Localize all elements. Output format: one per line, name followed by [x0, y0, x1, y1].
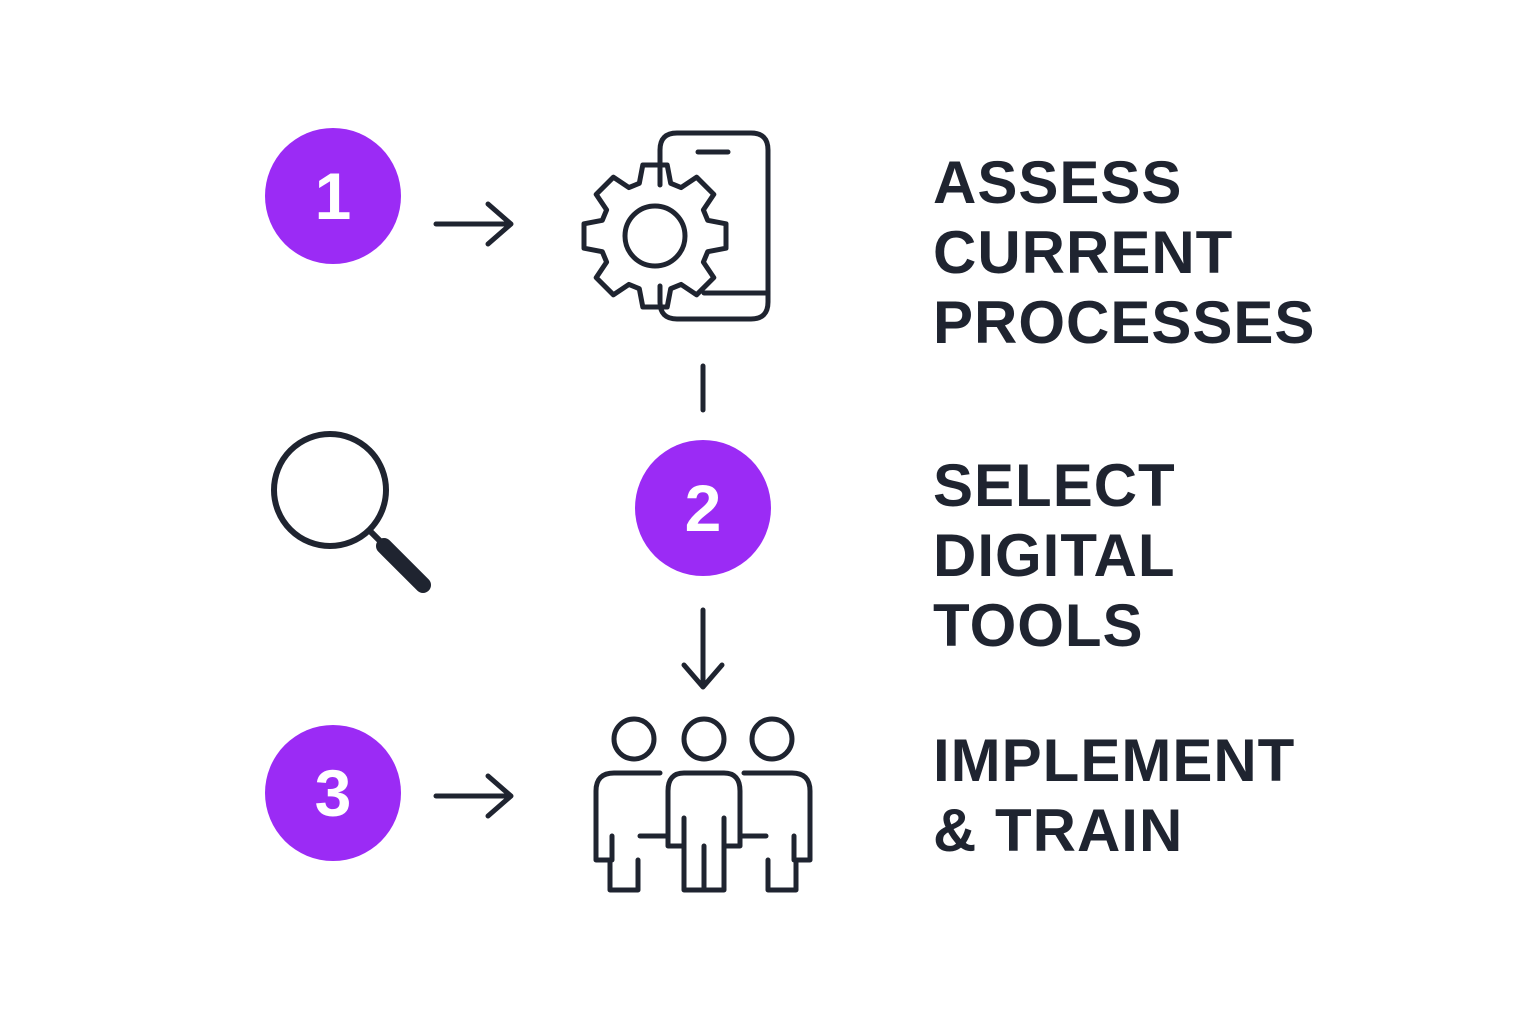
step-3-label: IMPLEMENT & TRAIN — [933, 726, 1295, 866]
step-1-number: 1 — [314, 159, 352, 233]
step-2-label-line: TOOLS — [933, 592, 1144, 659]
step-3-badge: 3 — [265, 725, 401, 861]
step-2-label: SELECT DIGITAL TOOLS — [933, 451, 1176, 661]
step-2-badge: 2 — [635, 440, 771, 576]
step-1-label-line: CURRENT — [933, 219, 1234, 286]
phone-gear-icon — [581, 130, 771, 322]
step-2-label-line: SELECT — [933, 452, 1176, 519]
arrow-right-step-3 — [433, 773, 514, 819]
magnifier-icon — [271, 431, 431, 593]
arrow-right-step-1 — [433, 201, 514, 247]
step-1-label: ASSESS CURRENT PROCESSES — [933, 148, 1315, 358]
step-1-label-line: PROCESSES — [933, 289, 1316, 356]
step-1-label-line: ASSESS — [933, 149, 1183, 216]
step-3-number: 3 — [314, 756, 352, 830]
step-1-badge: 1 — [265, 128, 401, 264]
step-3-label-line: & TRAIN — [933, 797, 1184, 864]
arrow-down-step-2 — [681, 607, 725, 690]
step-2-number: 2 — [684, 471, 722, 545]
step-3-label-line: IMPLEMENT — [933, 727, 1296, 794]
gear-shape — [581, 162, 729, 310]
step-2-label-line: DIGITAL — [933, 522, 1176, 589]
team-icon — [593, 716, 813, 893]
